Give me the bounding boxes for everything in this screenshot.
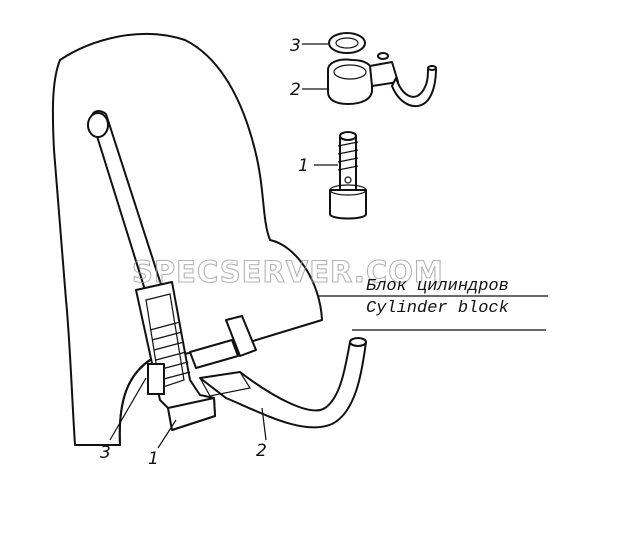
callout-assembly-3: 3 [100, 443, 111, 463]
callout-assembly-1: 1 [148, 449, 159, 469]
callout-detail-2: 2 [290, 80, 301, 100]
caption-russian: Блок цилиндров [366, 277, 509, 296]
side-bolt [189, 315, 257, 369]
oil-pipe-curved [199, 337, 367, 429]
detail-banjo-bolt [329, 131, 367, 220]
caption-english: Cylinder block [366, 299, 510, 318]
detail-ring-seal [328, 32, 366, 54]
callout-detail-1: 1 [298, 156, 309, 176]
oil-tube-vertical [87, 110, 167, 307]
detail-nozzle-head [327, 52, 437, 108]
leader-lines [109, 43, 548, 449]
callout-assembly-2: 2 [256, 441, 267, 461]
callout-detail-3: 3 [290, 36, 301, 56]
watermark-text: SPECSERVER.COM [132, 255, 444, 289]
nozzle-body-assembly [135, 281, 216, 431]
